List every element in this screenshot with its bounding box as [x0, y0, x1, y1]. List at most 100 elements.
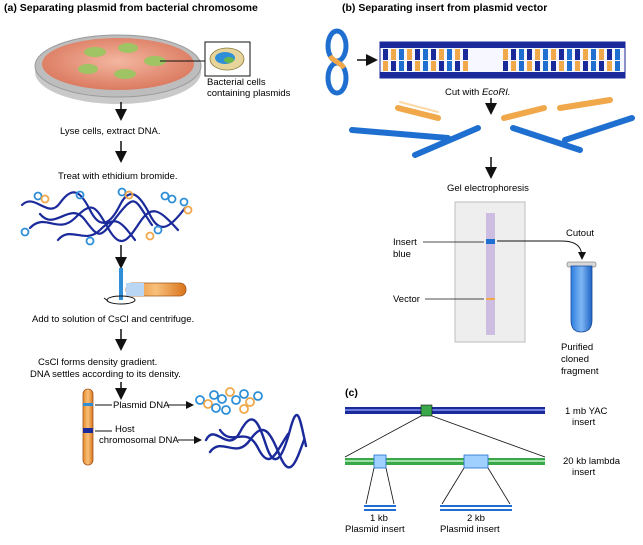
- base-bar: [407, 61, 412, 71]
- base-bar: [543, 49, 548, 60]
- purified-label-2: cloned: [561, 354, 589, 365]
- panel-a-title: (a) Separating plasmid from bacterial ch…: [4, 2, 258, 14]
- base-bar: [463, 61, 468, 71]
- step-lyse: Lyse cells, extract DNA.: [60, 126, 160, 137]
- base-bar: [439, 49, 444, 60]
- base-bar: [511, 61, 516, 71]
- yac-insert: [345, 404, 545, 417]
- plasmid-insert-1kb: [364, 505, 396, 511]
- zoom-line: [365, 467, 375, 505]
- base-bar: [599, 61, 604, 71]
- base-bar: [583, 49, 588, 60]
- base-bar: [415, 49, 420, 60]
- base-bar: [535, 61, 540, 71]
- p2-label-2: Plasmid insert: [440, 524, 500, 535]
- base-bar: [575, 61, 580, 71]
- base-bar: [559, 61, 564, 71]
- base-bar: [519, 61, 524, 71]
- step-centrifuge: Add to solution of CsCl and centrifuge.: [32, 314, 194, 325]
- petri-dish: [34, 34, 202, 104]
- insert-label-1: Insert: [393, 237, 417, 248]
- plasmid-insert-2kb: [440, 505, 512, 511]
- base-bar: [591, 49, 596, 60]
- digested-fragments: [349, 97, 635, 158]
- base-bar: [543, 61, 548, 71]
- host-label-2: chromosomal DNA: [99, 435, 179, 446]
- lambda-label-1: 20 kb lambda: [563, 456, 621, 467]
- gel-label: Gel electrophoresis: [447, 183, 529, 194]
- purified-tube: [566, 261, 597, 333]
- base-bar: [399, 49, 404, 60]
- base-bar: [599, 49, 604, 60]
- dna-sequence-strip: [379, 41, 626, 79]
- base-bar: [463, 49, 468, 60]
- panel-b-title: (b) Separating insert from plasmid vecto…: [342, 2, 547, 14]
- plasmid-vector: [325, 28, 349, 96]
- base-bar: [399, 61, 404, 71]
- vector-label: Vector: [393, 294, 420, 305]
- chromosomal-dna-tangle: [204, 413, 308, 469]
- base-bar: [535, 49, 540, 60]
- base-bar: [455, 49, 460, 60]
- step-ethidium: Treat with ethidium bromide.: [58, 171, 178, 182]
- bacterial-cells-label: Bacterial cells: [207, 77, 266, 88]
- plasmid-rings-group: [20, 187, 193, 246]
- base-bar: [447, 61, 452, 71]
- base-bar: [527, 61, 532, 71]
- base-bar: [527, 49, 532, 60]
- zoom-line: [385, 467, 395, 505]
- base-bar: [607, 49, 612, 60]
- base-bar: [407, 49, 412, 60]
- cut-label: Cut with EcoRI.: [445, 87, 510, 98]
- base-bar: [415, 61, 420, 71]
- base-bar: [511, 49, 516, 60]
- lambda-insert: [345, 454, 545, 469]
- step-gradient-2: DNA settles according to its density.: [30, 369, 181, 380]
- p1-label-1: 1 kb: [370, 513, 388, 524]
- host-label-1: Host: [115, 424, 135, 435]
- purified-label-3: fragment: [561, 366, 599, 377]
- base-bar: [455, 61, 460, 71]
- zoom-line: [441, 467, 465, 505]
- base-bar: [575, 49, 580, 60]
- gel-slab: [454, 201, 526, 343]
- base-bar: [615, 49, 620, 60]
- p1-label-2: Plasmid insert: [345, 524, 405, 535]
- base-bar: [439, 61, 444, 71]
- base-bar: [551, 61, 556, 71]
- base-bar: [615, 61, 620, 71]
- plasmid-dna-label: Plasmid DNA: [113, 400, 170, 411]
- purified-label-1: Purified: [561, 342, 593, 353]
- zoom-line-right: [431, 415, 546, 458]
- plasmid-dna-cluster: [195, 387, 263, 415]
- base-bar: [383, 61, 388, 71]
- base-bar: [391, 61, 396, 71]
- base-bar: [503, 49, 508, 60]
- yac-label-1: 1 mb YAC: [565, 406, 608, 417]
- base-bar: [583, 61, 588, 71]
- base-bar: [591, 61, 596, 71]
- base-bar: [559, 49, 564, 60]
- base-bar: [383, 49, 388, 60]
- p2-label-1: 2 kb: [467, 513, 485, 524]
- bacterial-cell-callout: [204, 41, 251, 77]
- containing-plasmids-label: containing plasmids: [207, 88, 291, 99]
- base-bar: [423, 49, 428, 60]
- cutout-label: Cutout: [566, 228, 594, 239]
- base-bar: [423, 61, 428, 71]
- base-bar: [567, 61, 572, 71]
- base-bar: [431, 49, 436, 60]
- centrifuge: [103, 268, 187, 305]
- base-bar: [503, 61, 508, 71]
- tangled-dna: [20, 191, 187, 243]
- zoom-line-left: [344, 415, 422, 458]
- base-bar: [447, 49, 452, 60]
- base-bar: [431, 61, 436, 71]
- base-bar: [607, 61, 612, 71]
- panel-c-title: (c): [345, 387, 358, 399]
- zoom-line: [487, 467, 511, 505]
- base-bar: [519, 49, 524, 60]
- base-bar: [567, 49, 572, 60]
